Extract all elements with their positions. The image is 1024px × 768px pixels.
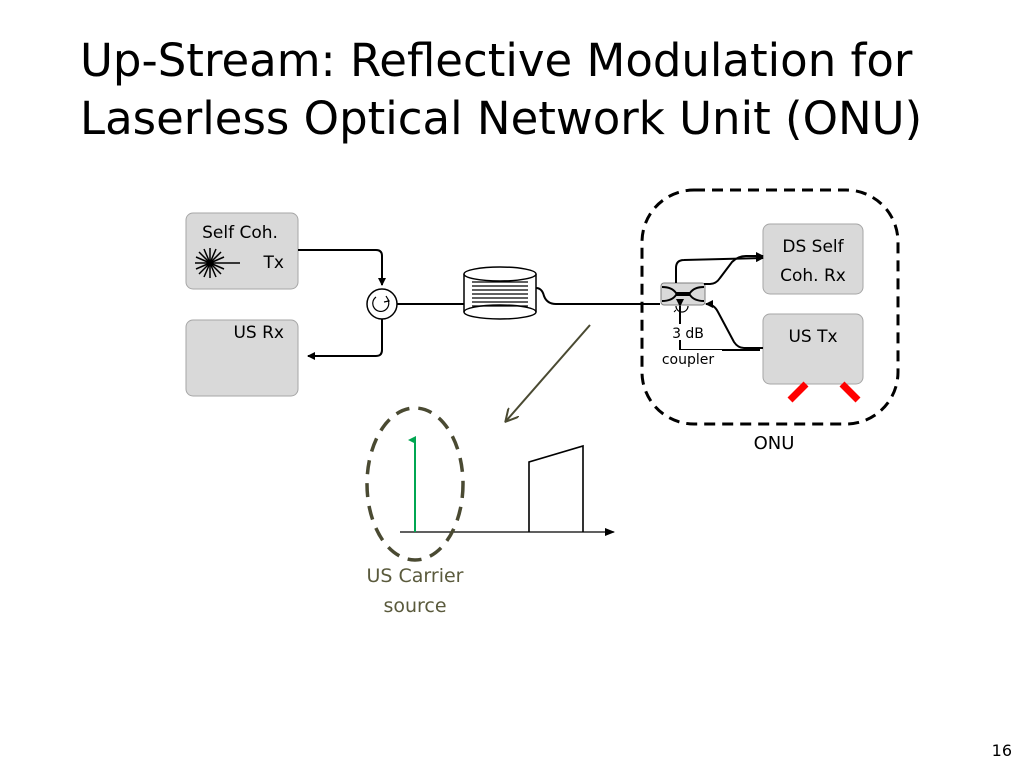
carrier-label-2: source [383, 595, 446, 617]
carrier-highlight-ellipse [365, 406, 465, 562]
us-tx-to-coupler-line [705, 300, 763, 349]
pointer-arrow [506, 324, 591, 421]
onu-boundary [640, 188, 900, 426]
ds-rx-label-2: Coh. Rx [780, 266, 846, 286]
circulator-to-rx-line [307, 319, 383, 360]
us-tx-label: US Tx [788, 327, 837, 347]
fiber-to-onu-line [535, 287, 660, 305]
coupler-icon [660, 282, 706, 313]
title-line-1: Up-Stream: Reflective Modulation for [80, 34, 913, 87]
spectrum-inset [365, 406, 615, 562]
title-line-2: Laserless Optical Network Unit (ONU) [80, 92, 923, 145]
ds-self-coh-rx-box: DS Self Coh. Rx [762, 223, 864, 295]
reflector-marks [787, 381, 861, 403]
coupler-label-1: 3 dB [672, 326, 704, 342]
tx-to-circulator-line [298, 249, 386, 286]
us-tx-box: US Tx [762, 313, 864, 385]
ds-rx-label-1: DS Self [782, 237, 844, 257]
carrier-label-1: US Carrier [367, 565, 464, 587]
onu-label: ONU [754, 433, 795, 454]
self-coh-tx-box: Self Coh. Tx [185, 212, 299, 290]
signal-band [528, 444, 584, 532]
coupler-to-ds-rx-line [704, 252, 764, 285]
fiber-spool-icon [463, 266, 537, 320]
coupler-label-2: coupler [662, 352, 715, 368]
coupler-to-ds-rx-line-2 [675, 254, 764, 283]
slide-title: Up-Stream: Reflective Modulation for Las… [80, 32, 980, 148]
self-coh-tx-label-1: Self Coh. [202, 223, 278, 243]
us-rx-label: US Rx [233, 323, 284, 343]
circulator [366, 288, 398, 320]
page-number: 16 [991, 741, 1012, 760]
laser-burst-icon [195, 248, 240, 278]
self-coh-tx-label-2: Tx [263, 253, 284, 273]
us-rx-box: US Rx [185, 319, 299, 397]
